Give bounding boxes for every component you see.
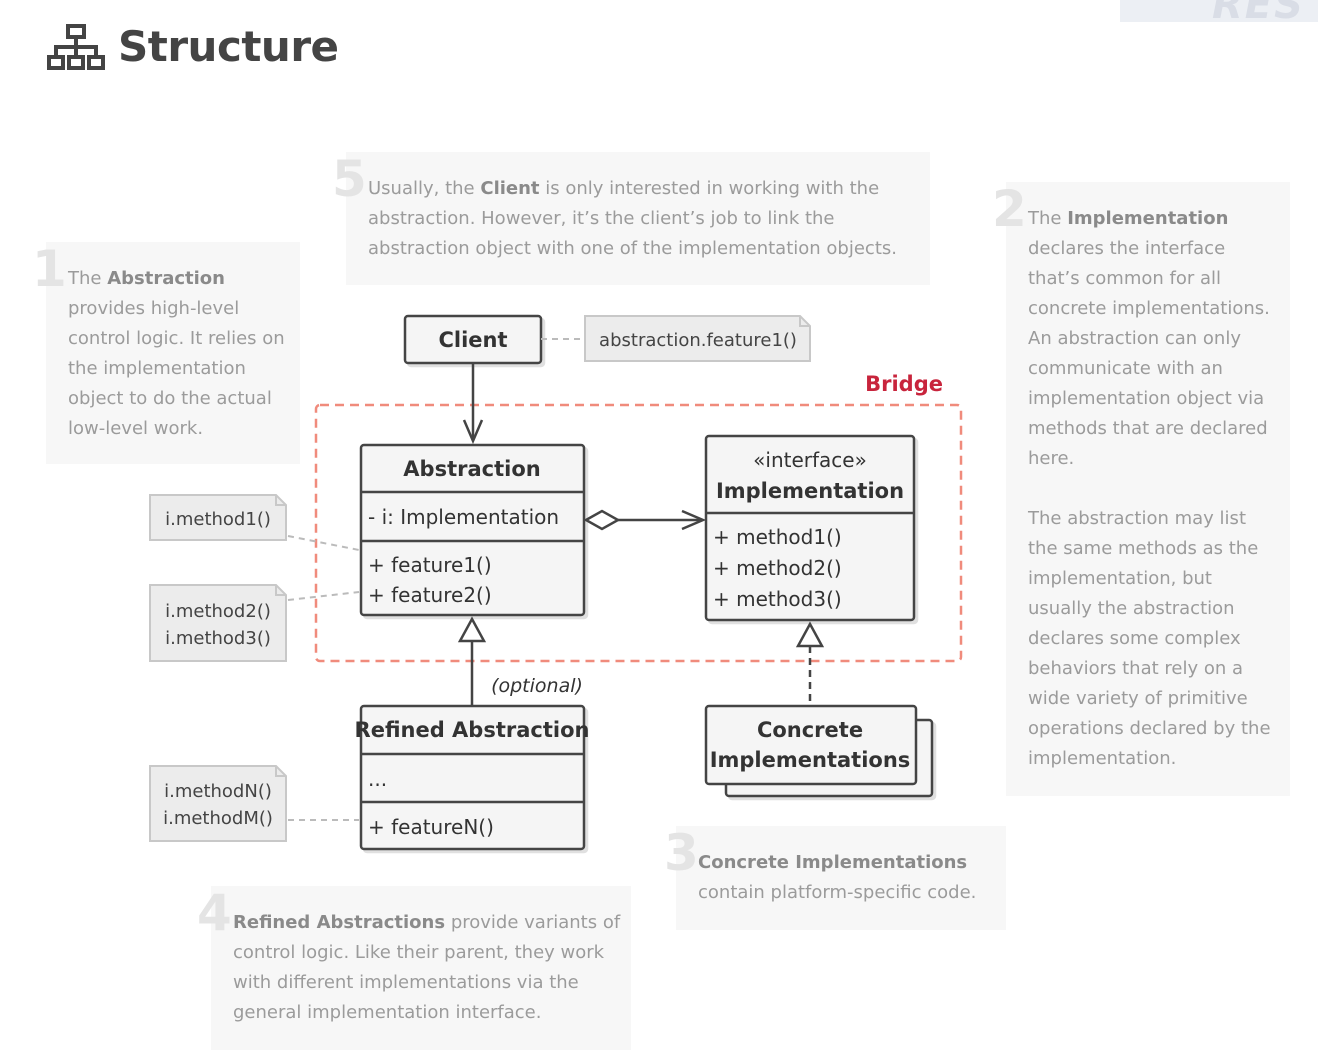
note-text: Refined Abstractions provide variants of… [233,912,621,1023]
refined-abstraction-class [359,704,586,851]
note-text: The Abstraction provides high-level cont… [68,268,285,439]
implementation-method: + method2() [713,556,842,580]
note-number: 1 [32,240,67,298]
note-concrete: 3 Concrete Implementations contain platf… [664,826,1006,930]
concrete-label-2: Implementations [710,748,911,772]
note-text-2: The abstraction may list the same method… [1028,508,1271,769]
side-note-text: i.method3() [165,628,271,649]
page-title: Structure [118,22,339,71]
client-note: abstraction.feature1() [584,315,811,362]
bridge-boundary [314,403,963,663]
side-note-text: i.methodM() [163,808,273,829]
side-note-text: i.methodN() [164,781,272,802]
concrete-label-1: Concrete [757,718,863,742]
note-abstraction: 1 The Abstraction provides high-level co… [32,242,300,464]
note-number: 5 [332,150,367,208]
realization-triangle [795,621,825,648]
aggregation-diamond [583,509,621,531]
client-label: Client [438,328,507,352]
note-number: 3 [664,824,699,882]
side-note-connector [287,535,360,551]
corner-logo: RES [1120,0,1318,28]
abstraction-field: - i: Implementation [368,505,559,529]
implementation-method: + method3() [713,587,842,611]
side-note-connector [287,591,360,601]
abstraction-method: + feature1() [368,553,492,577]
note-text: Concrete Implementations contain platfor… [698,852,977,903]
implementation-method: + method1() [713,525,842,549]
note-number: 4 [197,884,232,942]
side-note-text: i.method2() [165,601,271,622]
refined-field: ... [368,767,387,791]
refined-method: + featureN() [368,815,494,839]
implementation-stereotype: «interface» [753,448,867,472]
arrowhead [681,509,707,531]
note-text: The Implementation declares the interfac… [1028,208,1270,469]
note-implementation: 2 The Implementation declares the interf… [992,182,1290,796]
hierarchy-icon [47,23,105,70]
note-text: Usually, the Client is only interested i… [368,178,897,259]
side-note-method1: i.method1() [149,494,287,541]
note-refined: 4 Refined Abstractions provide variants … [197,886,631,1050]
side-note-method2-3: i.method2() i.method3() [149,584,287,662]
implementation-name: Implementation [716,479,904,503]
arrowhead [462,419,484,445]
note-client: 5 Usually, the Client is only interested… [332,152,930,285]
page-header: Structure [46,22,339,71]
bridge-label: Bridge [865,372,943,396]
side-note-text: i.method1() [165,509,271,530]
side-note-methodN-M: i.methodN() i.methodM() [149,765,287,842]
note-number: 2 [992,180,1027,238]
inheritance-triangle [457,616,487,643]
abstraction-class [359,443,586,617]
implementation-interface [704,434,916,622]
abstraction-method: + feature2() [368,583,492,607]
refined-name: Refined Abstraction [355,718,590,742]
concrete-box [704,704,918,786]
optional-label: (optional) [491,675,583,697]
corner-logo-text: RES [1212,0,1305,28]
abstraction-name: Abstraction [403,457,540,481]
client-note-text: abstraction.feature1() [599,330,797,351]
